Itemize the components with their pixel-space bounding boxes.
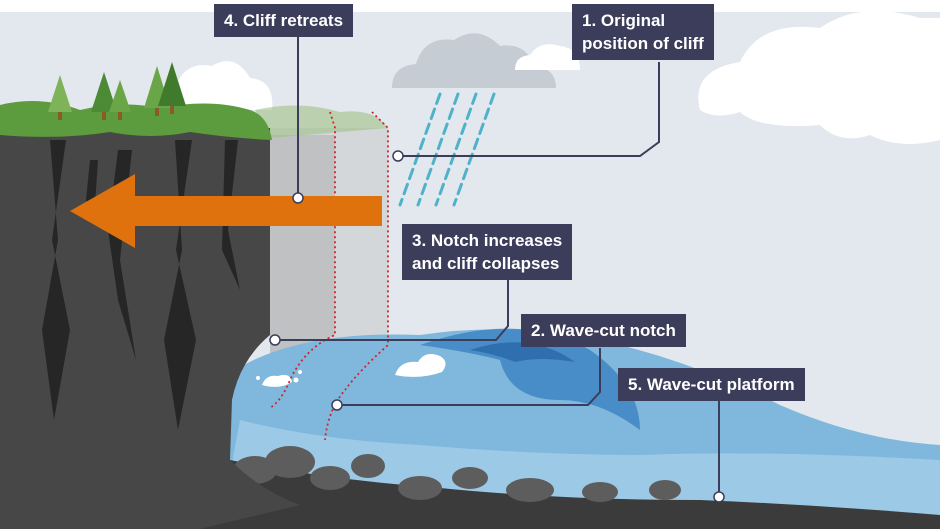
boulders bbox=[233, 446, 681, 502]
wave-curl bbox=[420, 328, 640, 430]
ghost-grass bbox=[255, 105, 388, 138]
leader-lines bbox=[275, 35, 720, 496]
label-notch-increases: 3. Notch increases and cliff collapses bbox=[402, 224, 573, 280]
splash-foam bbox=[262, 374, 292, 387]
cloud-right bbox=[698, 10, 940, 144]
leader-dots bbox=[269, 150, 725, 503]
white-top-band bbox=[0, 0, 940, 12]
rain-cloud bbox=[392, 33, 556, 88]
wave-crest-foam bbox=[395, 354, 446, 377]
wave-cut-platform-ground bbox=[200, 460, 940, 529]
trees bbox=[48, 62, 186, 120]
label-notch-increases-line2: and cliff collapses bbox=[412, 254, 560, 273]
leader-notch-increases bbox=[275, 278, 509, 341]
label-wave-cut-notch-text: 2. Wave-cut notch bbox=[531, 321, 676, 340]
label-wave-cut-platform: 5. Wave-cut platform bbox=[618, 368, 805, 401]
label-wave-cut-notch: 2. Wave-cut notch bbox=[521, 314, 686, 347]
label-original-position-line1: 1. Original bbox=[582, 11, 666, 30]
splash-drops bbox=[256, 370, 302, 383]
cloud-small bbox=[515, 44, 580, 70]
wave-highlight bbox=[470, 342, 575, 362]
leader-wave-cut-notch bbox=[337, 348, 601, 406]
cliff-outline-guides bbox=[269, 111, 389, 441]
label-cliff-retreats-text: 4. Cliff retreats bbox=[224, 11, 344, 30]
label-original-position: 1. Original position of cliff bbox=[572, 4, 714, 60]
cliff-grass bbox=[0, 101, 272, 140]
rain-streaks bbox=[398, 92, 496, 207]
label-notch-increases-line1: 3. Notch increases bbox=[412, 231, 563, 250]
label-cliff-retreats: 4. Cliff retreats bbox=[214, 4, 354, 37]
retreat-arrow bbox=[70, 174, 382, 248]
leader-original-position bbox=[398, 62, 660, 157]
label-original-position-line2: position of cliff bbox=[582, 34, 704, 53]
label-wave-cut-platform-text: 5. Wave-cut platform bbox=[628, 375, 795, 394]
